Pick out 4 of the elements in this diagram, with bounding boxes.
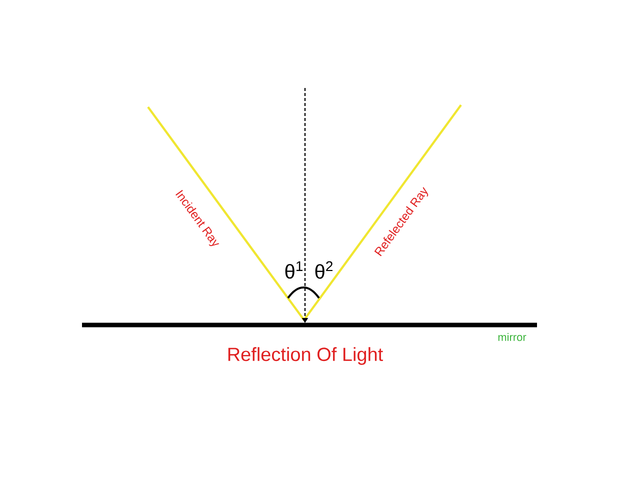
angle-label: θ$^{1}$ bbox=[285, 261, 303, 279]
angle-label: θ$^{2}$ bbox=[315, 261, 332, 279]
mirror-label: mirror bbox=[498, 332, 526, 342]
caption: Reflection Of Light bbox=[228, 347, 383, 365]
